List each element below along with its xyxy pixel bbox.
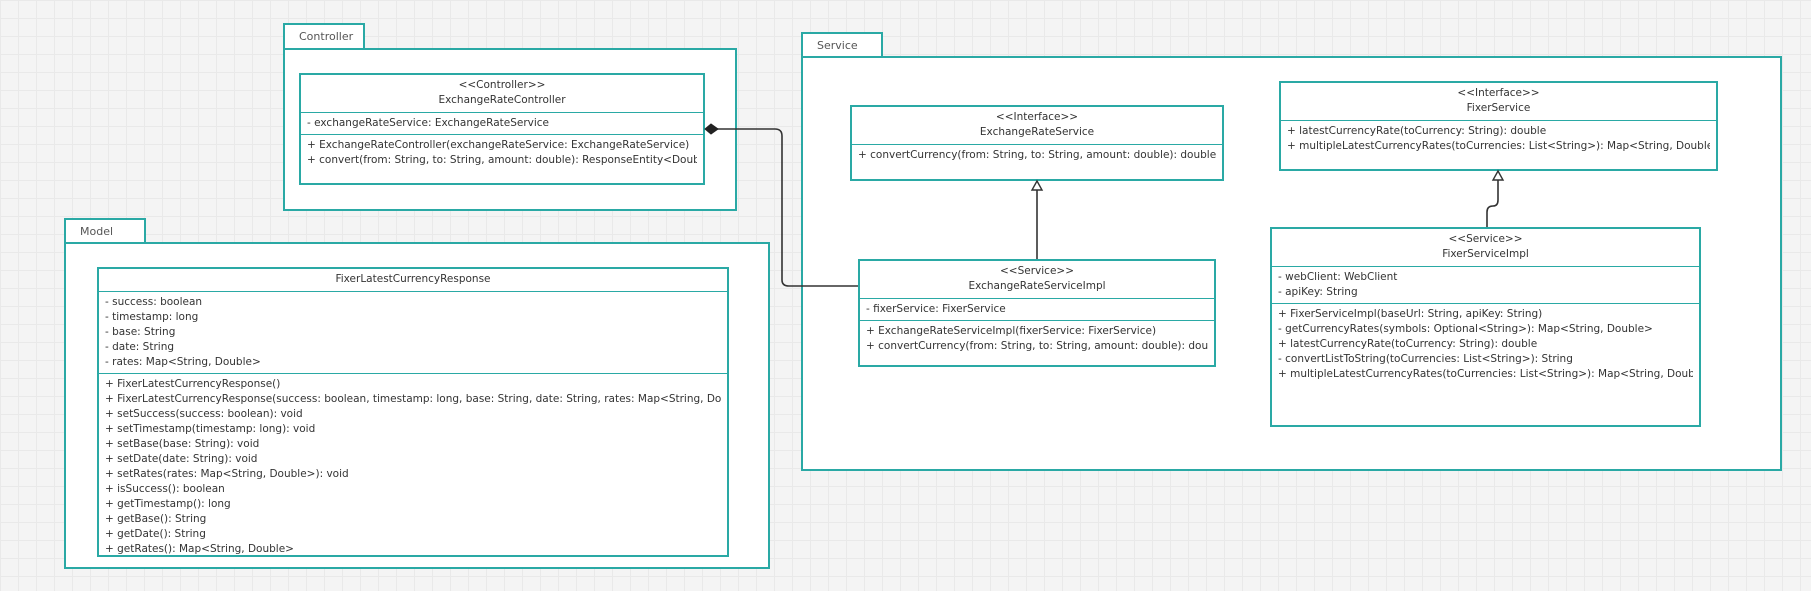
package-model-label: Model (80, 225, 114, 238)
package-model-tab[interactable]: Model (64, 218, 146, 244)
method: + convert(from: String, to: String, amou… (307, 154, 697, 166)
method: + getTimestamp(): long (105, 498, 231, 510)
package-controller-label: Controller (299, 30, 354, 43)
method: + ExchangeRateServiceImpl(fixerService: … (866, 325, 1157, 337)
attribute: - rates: Map<String, Double> (105, 356, 261, 368)
composition-diamond-icon (704, 123, 719, 135)
attribute: - success: boolean (105, 296, 203, 308)
class-name: FixerServiceImpl (1442, 248, 1529, 260)
attribute: - fixerService: FixerService (866, 303, 1006, 315)
class-exchange-rate-service[interactable]: <<Interface>> ExchangeRateService + conv… (850, 105, 1224, 181)
class-name: ExchangeRateService (979, 126, 1095, 138)
method: + convertCurrency(from: String, to: Stri… (858, 149, 1216, 161)
method: + latestCurrencyRate(toCurrency: String)… (1278, 338, 1538, 350)
class-stereotype: <<Interface>> (1457, 87, 1540, 99)
class-methods: + convertCurrency(from: String, to: Stri… (852, 144, 1222, 166)
attribute: - base: String (105, 326, 176, 338)
attribute: - timestamp: long (105, 311, 199, 323)
method: + ExchangeRateController(exchangeRateSer… (307, 139, 690, 151)
realization-arrowhead-icon (1030, 179, 1044, 191)
composition-connector[interactable] (716, 128, 858, 287)
method: + convertCurrency(from: String, to: Stri… (866, 340, 1208, 352)
method: + getRates(): Map<String, Double> (105, 543, 294, 555)
attribute: - date: String (105, 341, 175, 353)
realization-connector-fixer[interactable] (1486, 180, 1499, 227)
method: - convertListToString(toCurrencies: List… (1278, 353, 1573, 365)
method: + multipleLatestCurrencyRates(toCurrenci… (1287, 140, 1710, 152)
class-methods: + FixerServiceImpl(baseUrl: String, apiK… (1272, 303, 1699, 385)
class-attributes: - webClient: WebClient - apiKey: String (1272, 266, 1699, 303)
class-methods: + ExchangeRateController(exchangeRateSer… (301, 134, 703, 171)
class-methods: + latestCurrencyRate(toCurrency: String)… (1281, 120, 1716, 157)
class-name: FixerLatestCurrencyResponse (335, 273, 491, 285)
class-header: <<Service>> FixerServiceImpl (1272, 229, 1699, 266)
method: + setBase(base: String): void (105, 438, 260, 450)
method: + isSuccess(): boolean (105, 483, 225, 495)
method: + multipleLatestCurrencyRates(toCurrenci… (1278, 368, 1693, 380)
method: + FixerLatestCurrencyResponse(success: b… (105, 393, 721, 405)
class-attributes: - fixerService: FixerService (860, 298, 1214, 320)
class-name: ExchangeRateServiceImpl (968, 280, 1106, 292)
method: + setDate(date: String): void (105, 453, 258, 465)
class-stereotype: <<Service>> (1448, 233, 1523, 245)
class-stereotype: <<Service>> (1000, 265, 1074, 277)
method: + setTimestamp(timestamp: long): void (105, 423, 316, 435)
attribute: - apiKey: String (1278, 286, 1358, 298)
attribute: - exchangeRateService: ExchangeRateServi… (307, 117, 550, 129)
class-exchange-rate-service-impl[interactable]: <<Service>> ExchangeRateServiceImpl - fi… (858, 259, 1216, 367)
class-name: ExchangeRateController (438, 94, 566, 106)
class-attributes: - success: boolean - timestamp: long - b… (99, 291, 727, 373)
class-methods: + FixerLatestCurrencyResponse() + FixerL… (99, 373, 727, 560)
class-header: <<Service>> ExchangeRateServiceImpl (860, 261, 1214, 298)
package-controller-tab[interactable]: Controller (283, 23, 365, 49)
package-service-tab[interactable]: Service (801, 32, 883, 58)
class-fixer-service-impl[interactable]: <<Service>> FixerServiceImpl - webClient… (1270, 227, 1701, 427)
method: + getDate(): String (105, 528, 206, 540)
method: + setSuccess(success: boolean): void (105, 408, 303, 420)
class-header: <<Interface>> ExchangeRateService (852, 107, 1222, 144)
class-header: <<Interface>> FixerService (1281, 83, 1716, 120)
attribute: - webClient: WebClient (1278, 271, 1398, 283)
class-methods: + ExchangeRateServiceImpl(fixerService: … (860, 320, 1214, 357)
class-name: FixerService (1466, 102, 1531, 114)
class-header: FixerLatestCurrencyResponse (99, 269, 727, 291)
class-exchange-rate-controller[interactable]: <<Controller>> ExchangeRateController - … (299, 73, 705, 185)
method: + getBase(): String (105, 513, 207, 525)
class-fixer-service[interactable]: <<Interface>> FixerService + latestCurre… (1279, 81, 1718, 171)
method: - getCurrencyRates(symbols: Optional<Str… (1278, 323, 1653, 335)
method: + FixerServiceImpl(baseUrl: String, apiK… (1278, 308, 1543, 320)
method: + setRates(rates: Map<String, Double>): … (105, 468, 349, 480)
class-header: <<Controller>> ExchangeRateController (301, 75, 703, 112)
class-fixer-latest-currency-response[interactable]: FixerLatestCurrencyResponse - success: b… (97, 267, 729, 557)
package-service-label: Service (817, 39, 858, 52)
class-stereotype: <<Interface>> (995, 111, 1079, 123)
method: + FixerLatestCurrencyResponse() (105, 378, 281, 390)
method: + latestCurrencyRate(toCurrency: String)… (1287, 125, 1547, 137)
class-attributes: - exchangeRateService: ExchangeRateServi… (301, 112, 703, 134)
class-stereotype: <<Controller>> (458, 79, 546, 91)
realization-arrowhead-icon (1491, 169, 1505, 181)
